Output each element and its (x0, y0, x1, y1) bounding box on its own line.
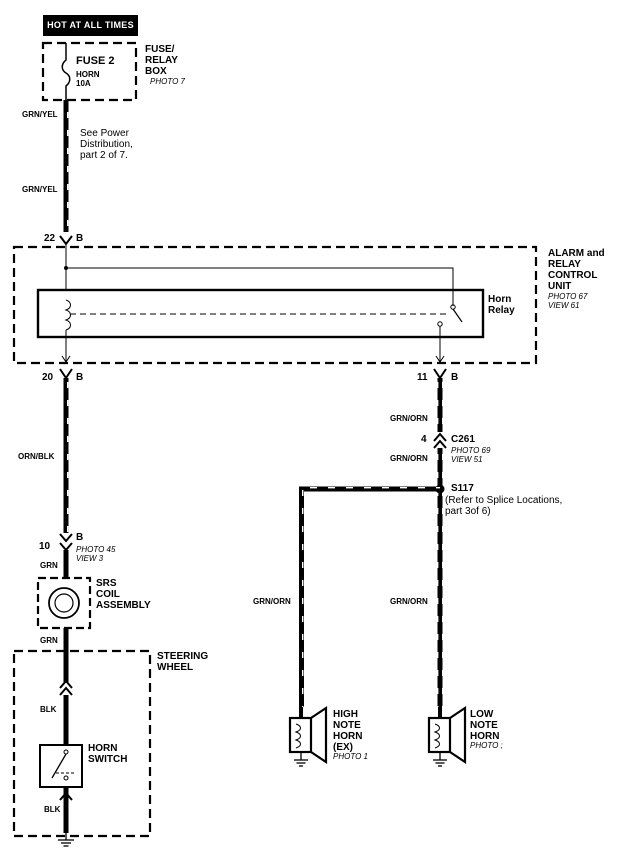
fuse-circuit: HORN (76, 70, 100, 79)
low-note-horn-label: LOW NOTE HORN (470, 709, 500, 742)
alarm-unit-view: VIEW 61 (548, 301, 580, 310)
pin-20-connector: B (76, 372, 84, 383)
srs-coil-inner (54, 593, 74, 613)
srs-coil-label: SRS COIL ASSEMBLY (96, 578, 151, 611)
pin-11-connector: B (451, 372, 459, 383)
wire-grn-yel (63, 100, 69, 232)
high-note-horn-photo: PHOTO 1 (333, 752, 368, 761)
fuse-symbol (61, 43, 71, 100)
horn-relay (36, 288, 485, 339)
wire-grn-orn-mid (437, 448, 443, 488)
wire-label-grn-yel-top: GRN/YEL (22, 110, 58, 119)
connector-10-symbol (59, 533, 73, 552)
fuse-2-label: FUSE 2 (76, 55, 115, 67)
wire-label-grn-orn-high: GRN/ORN (253, 597, 291, 606)
wire-grn-orn-high (299, 489, 304, 707)
hot-at-all-times-label: HOT AT ALL TIMES (43, 15, 138, 36)
wire-grn-orn-upper (437, 378, 443, 432)
pin-22-connector: B (76, 233, 84, 244)
wire-label-grn-yel-bottom: GRN/YEL (22, 185, 58, 194)
steering-wheel-box (12, 649, 152, 838)
wire-blk-lower (63, 787, 69, 833)
c261-pin: 4 (421, 434, 427, 445)
relay-coil (64, 299, 71, 331)
low-note-horn-photo: PHOTO ; (470, 741, 503, 750)
wire-label-grn-orn-a: GRN/ORN (390, 414, 428, 423)
connector-20-symbol (59, 368, 73, 380)
wire-grn-upper (63, 550, 69, 578)
alarm-relay-control-unit (12, 245, 538, 365)
connector-22-arrow (59, 235, 73, 246)
ground-icon (58, 833, 74, 847)
fuse-box-photo: PHOTO 7 (150, 77, 185, 86)
wire-label-blk-top: BLK (40, 705, 57, 714)
wire-label-grn-top: GRN (40, 561, 58, 570)
horn-switch-label: HORN SWITCH (88, 743, 128, 765)
pin-20-label: 20 (42, 372, 54, 383)
fuse-relay-box (41, 41, 138, 102)
c261-photo: PHOTO 69 (451, 446, 491, 455)
wire-orn-blk (63, 378, 69, 533)
srs-connector-photo: PHOTO 45 (76, 545, 116, 554)
srs-coil-box (36, 576, 92, 630)
alarm-unit-photo: PHOTO 67 (548, 292, 588, 301)
horn-switch-box (39, 744, 83, 788)
wire-label-orn-blk: ORN/BLK (18, 452, 55, 461)
srs-coil-outer (48, 587, 80, 619)
c261-label: C261 (451, 434, 475, 445)
fuse-rating: 10A (76, 79, 91, 88)
wire-grn-orn-branch (299, 486, 440, 492)
c261-view: VIEW 51 (451, 455, 483, 464)
splice-note: (Refer to Splice Locations, part 3of 6) (445, 495, 563, 517)
pin-11-label: 11 (417, 372, 428, 383)
wire-grn-orn-low (437, 493, 443, 707)
low-note-horn-icon (427, 705, 467, 767)
steering-connector-symbol (59, 679, 73, 696)
fuse-relay-box-label: FUSE/ RELAY BOX (145, 44, 178, 77)
srs-connector-view: VIEW 3 (76, 554, 104, 563)
steering-wheel-label: STEERING WHEEL (157, 651, 209, 673)
wire-label-blk-bottom: BLK (44, 805, 61, 814)
splice-s117-label: S117 (451, 483, 474, 494)
wire-blk-upper (63, 695, 69, 745)
pin-22-label: 22 (44, 233, 56, 244)
wire-grn-lower (63, 628, 69, 682)
wire-label-grn-orn-b: GRN/ORN (390, 454, 428, 463)
horn-relay-label: Horn Relay (488, 294, 515, 316)
wire-label-grn-bottom: GRN (40, 636, 58, 645)
alarm-unit-label: ALARM and RELAY CONTROL UNIT (548, 248, 605, 292)
wire-label-grn-orn-low: GRN/ORN (390, 597, 428, 606)
high-note-horn-label: HIGH NOTE HORN (EX) (333, 709, 363, 753)
c261-symbol (433, 432, 447, 449)
srs-connector-pin: 10 (39, 541, 51, 552)
high-note-horn-icon (288, 705, 328, 767)
power-distribution-note: See Power Distribution, part 2 of 7. (80, 128, 133, 161)
srs-connector-label: B (76, 532, 84, 543)
relay-contact-bottom (437, 321, 443, 327)
connector-11-symbol (433, 368, 447, 380)
